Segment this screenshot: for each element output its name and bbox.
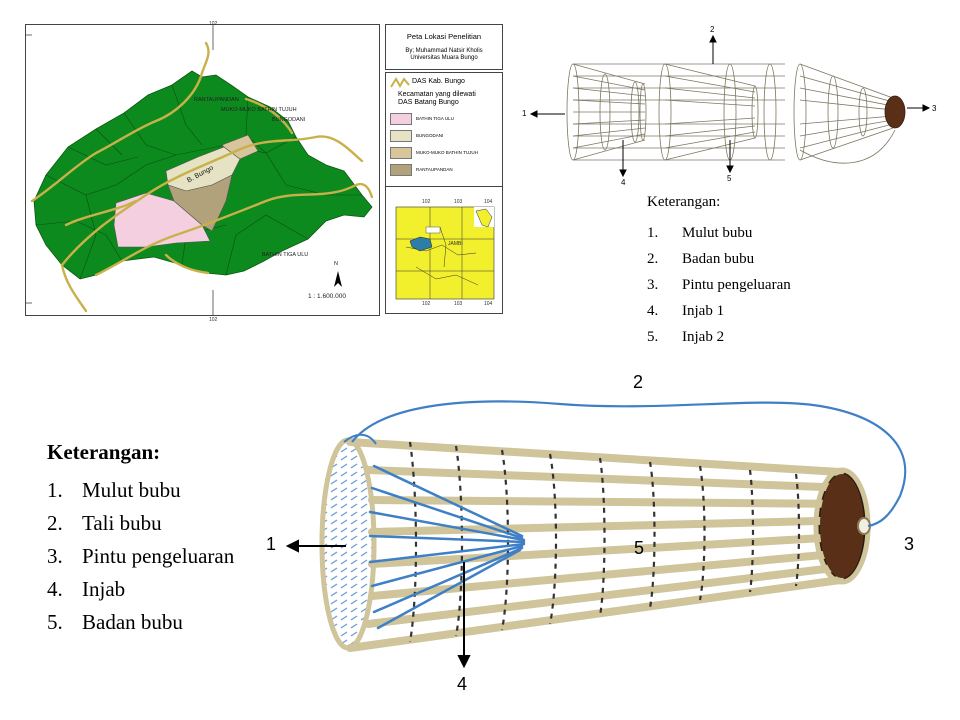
legend-number: 1. xyxy=(647,225,659,241)
legend-label: Mulut bubu xyxy=(82,478,181,502)
inset-tick: 104 xyxy=(484,301,493,307)
legend-number: 2. xyxy=(47,511,63,535)
legend-number: 5. xyxy=(647,329,659,345)
legend-label: Tali bubu xyxy=(82,511,162,535)
top-legend-title: Keterangan: xyxy=(647,194,721,210)
inset-tick: 102 xyxy=(422,199,431,205)
bottom-legend-item: 5. Badan bubu xyxy=(47,610,262,643)
legend-number: 5. xyxy=(47,610,63,634)
inset-tick: 103 xyxy=(454,301,463,307)
bottom-label-1: 1 xyxy=(266,534,277,554)
north-label: N xyxy=(334,261,338,267)
legend-item-label: BATHIN TIGA ULU xyxy=(416,116,454,121)
label-bungodani: BUNGODANI xyxy=(272,117,306,123)
top-label-4: 4 xyxy=(621,178,626,187)
legend-label: Injab xyxy=(82,577,126,601)
bottom-label-5: 5 xyxy=(634,538,645,558)
legend-label: Pintu pengeluaran xyxy=(82,544,235,568)
map-institution: Universitas Muara Bungo xyxy=(410,55,478,61)
legend-label: Injab 2 xyxy=(682,329,725,345)
map-drawing xyxy=(26,25,374,315)
fish-trap-diagram-bottom: 1 2 3 4 5 xyxy=(260,366,960,711)
top-legend-item: 5. Injab 2 xyxy=(647,329,877,355)
legend-swatch-muko xyxy=(390,147,412,159)
bottom-legend-item: 2. Tali bubu xyxy=(47,511,262,544)
inset-map-drawing xyxy=(395,206,495,300)
fish-trap-diagram-top: 1 2 3 4 5 xyxy=(515,20,955,195)
legend-district-heading-2: DAS Batang Bungo xyxy=(398,99,459,106)
bottom-label-4: 4 xyxy=(457,674,468,694)
top-legend-item: 2. Badan bubu xyxy=(647,251,877,277)
map-title-box: Peta Lokasi Penelitian By; Muhammad Nats… xyxy=(385,24,503,70)
top-label-2: 2 xyxy=(710,25,715,34)
location-map: 102 102 RANTAUPANDAN MUKO-MUKO BATHIN TU… xyxy=(25,21,380,323)
legend-label: Badan bubu xyxy=(682,251,755,267)
legend-number: 3. xyxy=(647,277,659,293)
legend-number: 1. xyxy=(47,478,63,502)
map-author: By; Muhammad Natsir Kholis xyxy=(405,48,483,54)
top-label-5: 5 xyxy=(727,174,732,183)
inset-tick: 104 xyxy=(484,199,493,205)
top-label-1: 1 xyxy=(522,109,527,118)
legend-label: Badan bubu xyxy=(82,610,183,634)
map-title: Peta Lokasi Penelitian xyxy=(406,32,482,41)
legend-item-label: RANTAUPANDAN xyxy=(416,167,453,172)
legend-number: 3. xyxy=(47,544,63,568)
bottom-legend-item: 4. Injab xyxy=(47,577,262,610)
map-legend: DAS Kab. Bungo Kecamatan yang dilewati D… xyxy=(385,72,503,204)
bottom-legend: Keterangan: 1. Mulut bubu 2. Tali bubu 3. P… xyxy=(47,440,262,643)
legend-number: 2. xyxy=(647,251,659,267)
top-label-3: 3 xyxy=(932,104,937,113)
top-legend-item: 3. Pintu pengeluaran xyxy=(647,277,877,303)
map-scale: 1 : 1.600.000 xyxy=(308,293,346,300)
legend-number: 4. xyxy=(47,577,63,601)
legend-label: Pintu pengeluaran xyxy=(682,277,791,293)
inset-tick: 103 xyxy=(454,199,463,205)
map-tick-bottom: 102 xyxy=(209,317,218,323)
label-rantaupandan: RANTAUPANDAN xyxy=(194,97,239,103)
bottom-legend-item: 3. Pintu pengeluaran xyxy=(47,544,262,577)
legend-label: Injab 1 xyxy=(682,303,725,319)
legend-swatch-bungodani xyxy=(390,130,412,142)
legend-item-label: MUKO-MUKO BATHIN TUJUH xyxy=(416,150,478,155)
legend-swatch-bathin xyxy=(390,113,412,125)
legend-river-label: DAS Kab. Bungo xyxy=(412,78,465,85)
label-bathin-tiga-ulu: BATHIN TIGA ULU xyxy=(262,252,309,258)
inset-tick: 102 xyxy=(422,301,431,307)
map-tick-top: 102 xyxy=(209,21,218,27)
river-legend-icon xyxy=(390,77,410,89)
bottom-label-2: 2 xyxy=(633,372,644,392)
trap-drawing-bottom xyxy=(285,400,907,669)
top-legend-item: 4. Injab 1 xyxy=(647,303,877,329)
bottom-legend-item: 1. Mulut bubu xyxy=(47,478,262,511)
legend-label: Mulut bubu xyxy=(682,225,753,241)
legend-item-label: BUNGODANI xyxy=(416,133,444,138)
bottom-label-3: 3 xyxy=(904,534,915,554)
top-legend: Keterangan: 1. Mulut bubu 2. Badan bubu 3.… xyxy=(647,194,877,355)
trap-drawing-top xyxy=(529,34,931,178)
legend-district-heading-1: Kecamatan yang dilewati xyxy=(398,91,476,98)
inset-map: 102 103 104 102 103 104 JAMBI xyxy=(385,186,503,314)
location-map-panel: 102 102 RANTAUPANDAN MUKO-MUKO BATHIN TU… xyxy=(25,21,503,323)
bottom-legend-title: Keterangan: xyxy=(47,440,161,464)
top-legend-item: 1. Mulut bubu xyxy=(647,225,877,251)
legend-swatch-rantaupandan xyxy=(390,164,412,176)
inset-region-label: JAMBI xyxy=(448,241,463,247)
label-muko: MUKO-MUKO BATHIN TUJUH xyxy=(221,107,297,113)
legend-number: 4. xyxy=(647,303,659,319)
